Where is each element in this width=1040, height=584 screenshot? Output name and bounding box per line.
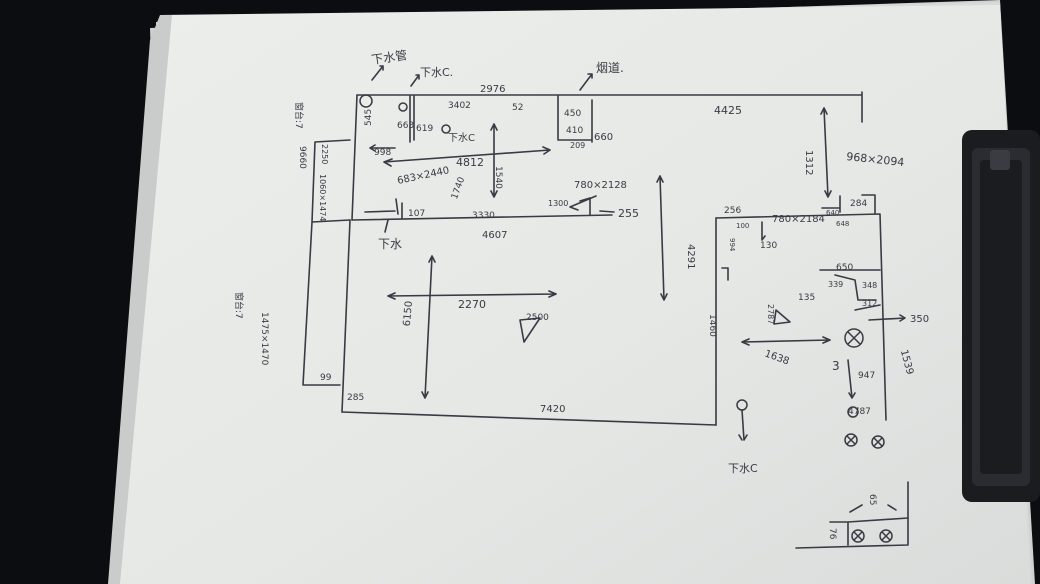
dim-label: 450: [564, 109, 581, 119]
dim-label: 619: [416, 124, 433, 134]
dim-label: 255: [618, 207, 639, 220]
dim-label: 640: [826, 209, 839, 217]
dim-label: 2500: [526, 313, 549, 323]
dim-label: 135: [798, 293, 815, 303]
window-size-label: 780×2128: [574, 180, 627, 191]
clipboard-clip: [962, 130, 1040, 502]
dim-label: 998: [374, 148, 391, 158]
dim-label: 312: [862, 299, 877, 308]
dim-label: 994: [728, 238, 736, 252]
dim-label: 76: [827, 528, 837, 540]
light-fixture-icon: [871, 435, 885, 449]
dim-label: 2976: [480, 84, 505, 95]
paper-stack: [108, 0, 1035, 584]
fixture-symbols: [359, 94, 893, 543]
dim-label: 1312: [803, 150, 814, 175]
dim-label: 2270: [458, 298, 486, 311]
dim-label: 2250: [320, 144, 329, 164]
drain-pipe-note: 下水管: [370, 47, 408, 67]
dim-label: 348: [862, 281, 877, 290]
dim-label: 1540: [493, 166, 503, 189]
dim-label: 1300: [548, 199, 568, 208]
dim-label: 284: [850, 199, 867, 209]
window-size-label: 1060×1474: [318, 174, 327, 221]
dim-label: 4812: [456, 156, 484, 169]
flue-note: 烟道.: [596, 61, 624, 75]
dim-label: 663: [397, 121, 414, 131]
water-note-lower: 下水: [378, 237, 402, 251]
dim-label: 107: [408, 209, 425, 219]
dim-label: 1460: [707, 314, 717, 337]
dim-label: 650: [836, 263, 853, 273]
dim-label: 285: [347, 393, 364, 403]
dim-label: 256: [724, 206, 741, 216]
dim-label: 52: [512, 103, 523, 113]
dim-label: 6150: [402, 300, 415, 326]
dim-label: 65: [867, 494, 877, 505]
dim-label: 4607: [482, 230, 507, 241]
window-size-label: 968×2094: [846, 150, 905, 169]
dim-label: 410: [566, 126, 583, 136]
dim-label: 4787: [848, 407, 871, 417]
dim-label: 100: [736, 222, 749, 230]
water-note-mid: 下水C: [448, 132, 475, 144]
water-point-icon: [398, 102, 408, 112]
dim-label: 947: [858, 371, 875, 381]
plan-lines: [302, 65, 909, 549]
water-note-bottom: 下水C: [728, 462, 758, 475]
water-note-top: 下水C.: [420, 66, 453, 79]
dim-label: 4291: [685, 244, 696, 269]
light-fixture-icon: [844, 433, 858, 447]
light-fixture-icon: [844, 328, 864, 348]
dim-label: 9660: [297, 146, 307, 169]
window-size-label: 780×2184: [772, 214, 825, 225]
dim-label: 3: [832, 359, 840, 373]
dim-label: 99: [320, 373, 332, 383]
dim-label: 2787: [766, 304, 775, 324]
dim-label: 7420: [540, 404, 565, 415]
dim-label: 130: [760, 241, 777, 251]
dim-label: 648: [836, 220, 849, 228]
dim-label: 3402: [448, 101, 471, 111]
dim-label: 339: [828, 280, 843, 289]
light-fixture-icon: [847, 406, 859, 418]
dim-label: 3330: [472, 211, 495, 221]
window-size-label: 1475×1470: [259, 312, 269, 366]
light-fixture-icon: [851, 529, 865, 543]
dim-label: 545: [364, 109, 374, 126]
window-sill-note: 窗台:7: [233, 292, 245, 319]
dim-label: 4425: [714, 104, 742, 117]
drain-circle-icon: [359, 94, 373, 108]
window-sill-note: 窗台:7: [293, 102, 305, 129]
dim-label: 209: [570, 141, 585, 150]
dim-label: 350: [910, 314, 929, 325]
floor-drain-icon: [736, 399, 748, 411]
light-fixture-icon: [879, 529, 893, 543]
dim-label: 660: [594, 132, 613, 143]
water-point-icon: [441, 124, 451, 134]
